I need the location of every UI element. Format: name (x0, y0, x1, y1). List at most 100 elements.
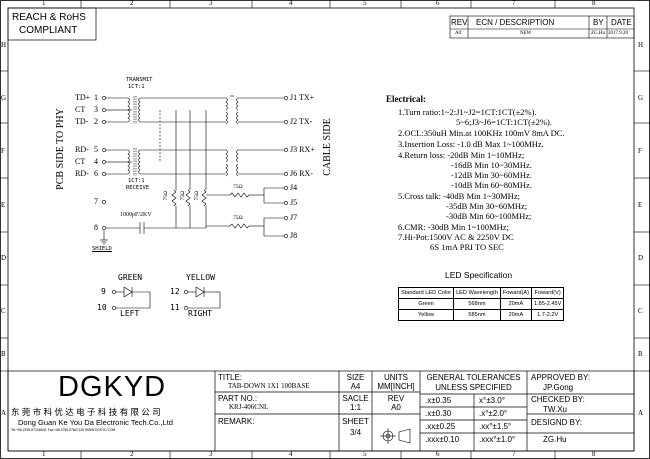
scale-value: 1:1 (349, 403, 362, 412)
left-led-label: LEFT (120, 309, 140, 318)
row-letter: D (1, 254, 7, 262)
col-number: 7 (512, 0, 516, 7)
company-name-en: Dong Guan Ke You Da Electronic Tech.Co.,… (18, 418, 173, 427)
resistor-label: 75Ω (233, 184, 243, 190)
col-number: 7 (512, 450, 516, 458)
table-row: Green 568nm 20mA 1.85-2.45V (397, 298, 565, 310)
date-header: DATE (611, 18, 632, 27)
pin-number: 2 (94, 117, 98, 126)
tolerance-value: .xxx°±1.0° (479, 435, 516, 444)
electrical-line: 3.Insertion Loss: -1.0 dB Max 1~100MHz. (398, 139, 544, 149)
electrical-line: 4.Return loss: -20dB Min 1~10MHz; (398, 150, 525, 160)
rev-header: REV. (451, 18, 469, 27)
electrical-line: 6.CMR: -30dB Min 1~100MHz; (398, 222, 509, 232)
table-header: Standard LED Color (397, 287, 455, 299)
led-diagram (112, 286, 221, 310)
company-logo: DGKYD (58, 371, 167, 403)
pin-name: CT (75, 157, 86, 166)
resistor-label: 75Ω (194, 190, 201, 201)
jack-pin-label: J7 (290, 213, 298, 222)
by-header: BY (593, 18, 604, 27)
transmit-label: TRANSMIT (126, 77, 153, 83)
transmit-ratio: 1CT:1 (128, 84, 145, 90)
tolerance-value: .x°±2.0° (479, 409, 508, 418)
cable-side-label: CABLE SIDE (322, 118, 333, 176)
row-letter: H (638, 41, 644, 49)
row-letter: H (1, 41, 7, 49)
part-label: PART NO.: (218, 394, 258, 403)
company-name-cn: 东 莞 市 科 优 达 电 子 科 技 有 限 公 司 (11, 407, 161, 417)
tolerance-value: .xx°±1.5° (479, 422, 512, 431)
tolerance-value: .x±0.35 (425, 396, 452, 405)
table-row: Yellow 585nm 20mA 1.7-2.2V (397, 309, 565, 321)
units-value: MM[INCH] (377, 382, 415, 391)
right-led-label: RIGHT (188, 309, 213, 318)
col-number: 8 (592, 450, 596, 458)
capacitor-label: 1000pF/2KV (120, 212, 152, 218)
col-number: 2 (130, 0, 134, 7)
checked-label: CHECKED BY: (531, 395, 585, 404)
units-label: UNITS (384, 373, 408, 382)
row-letter: C (638, 307, 643, 315)
col-number: 4 (289, 450, 293, 458)
electrical-title: Electrical: (386, 94, 426, 104)
pin-number: 11 (170, 303, 180, 312)
table-header: Foward(A) (499, 287, 532, 299)
designed-value: ZG.Hu (543, 435, 567, 444)
row-letter: B (638, 350, 643, 358)
table-cell: Green (397, 298, 455, 310)
electrical-line: 6S 1mA PRI TO SEC (430, 242, 504, 252)
row-letter: B (1, 350, 6, 358)
title-label: TITLE: (218, 373, 243, 382)
jack-pin-label: J6 RX- (290, 169, 313, 178)
row-letter: E (1, 201, 6, 209)
pin-number: 1 (94, 93, 98, 102)
resistor-label: 75Ω (180, 190, 187, 201)
electrical-line: 5~6;J3~J6=1CT:1CT(±2%). (456, 117, 552, 127)
pin-name: RD- (75, 169, 89, 178)
col-number: 1 (42, 0, 46, 7)
compliance-line1: REACH & RoHS (12, 12, 86, 23)
col-number: 1 (42, 450, 46, 458)
receive-ratio: 1CT:1 (128, 178, 145, 184)
sheet-value: 3/4 (349, 428, 362, 437)
designed-label: DESIGND BY: (531, 418, 583, 427)
col-number: 3 (209, 450, 213, 458)
pin-number: 7 (94, 197, 98, 206)
electrical-line: 2.OCL:350uH Min.at 100KHz 100mV 8mA DC. (398, 128, 565, 138)
resistor-label: 75Ω (233, 215, 243, 221)
table-cell: 20mA (499, 309, 532, 321)
row-letter: C (1, 307, 6, 315)
tolerance-subtitle: UNLESS SPECIFIED (435, 383, 512, 392)
row-letter: D (638, 254, 644, 262)
electrical-line: -35dB Min 30~60MHz; (446, 201, 528, 211)
rev-value: A0 (455, 31, 462, 36)
col-number: 6 (436, 0, 440, 7)
electrical-line: -10dB Min 60~80MHz. (451, 180, 532, 190)
yellow-led-label: YELLOW (186, 273, 215, 282)
table-header: LED Wavelength (453, 287, 501, 299)
led-spec-table: Standard LED Color LED Wavelength Foward… (397, 287, 565, 321)
electrical-line: -12dB Min 30~60MHz. (451, 170, 532, 180)
tolerance-value: .xx±0.25 (425, 422, 456, 431)
row-letter: G (638, 94, 644, 102)
row-letter: A (1, 409, 7, 417)
rev-label: REV (387, 394, 405, 403)
remark-label: REMARK: (218, 417, 255, 426)
led-spec-title: LED Specification (445, 270, 513, 280)
part-value: KRJ-406CNL (229, 403, 269, 411)
pin-number: 10 (97, 303, 107, 312)
jack-pin-label: J1 TX+ (290, 93, 315, 102)
col-number: 8 (592, 0, 596, 7)
col-number: 4 (289, 0, 293, 7)
electrical-line: 1.Turn ratio:1~2:J1~J2=1CT:1CT(±2%). (398, 107, 537, 117)
transformer-circuit (100, 95, 288, 245)
table-cell: 1.85-2.45V (530, 298, 565, 310)
rev-value: A0 (391, 403, 401, 412)
jack-pin-label: J5 (290, 198, 298, 207)
tolerance-value: x°±3.0° (479, 396, 505, 405)
title-value: TAB-DOWN 1X1 100BASE (228, 382, 310, 390)
jack-pin-label: J3 RX+ (290, 145, 315, 154)
